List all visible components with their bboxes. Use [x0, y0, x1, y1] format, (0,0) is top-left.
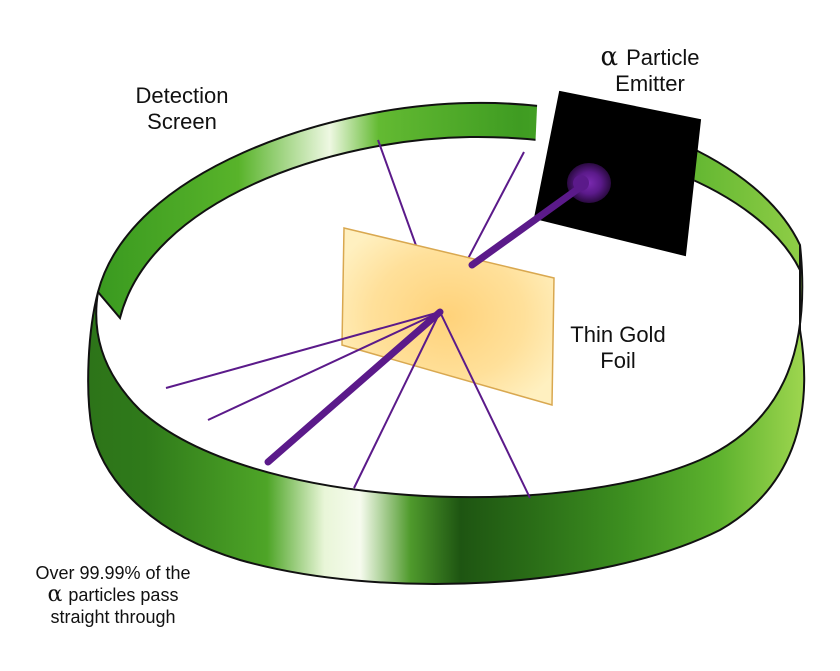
- emitter-label-line1: α Particle: [580, 44, 720, 71]
- detection-screen-label-line2: Screen: [147, 109, 217, 134]
- note-line2-text: particles pass: [68, 585, 179, 605]
- foil-label: Thin Gold Foil: [552, 322, 684, 374]
- front-deflection-lines: [165, 311, 531, 499]
- incoming-alpha-beam: [468, 182, 586, 269]
- emitter-label-particle: Particle: [626, 45, 700, 70]
- note-alpha-symbol: α: [47, 582, 63, 607]
- note-line1: Over 99.99% of the: [35, 563, 191, 583]
- alpha-particle-emitter-box: [530, 40, 702, 275]
- foil-label-line2: Foil: [600, 348, 636, 373]
- detection-screen-label: Detection Screen: [118, 83, 246, 135]
- detection-screen-band: [87, 244, 806, 585]
- foil-label-line1: Thin Gold: [570, 322, 666, 347]
- note-line3: straight through: [50, 607, 176, 627]
- alpha-symbol: α: [600, 42, 619, 72]
- gold-foil-sheet: [341, 227, 555, 406]
- straight-through-beam: [264, 308, 444, 466]
- detection-screen-label-line1: Detection: [135, 83, 229, 108]
- emitter-label-line2: Emitter: [615, 71, 685, 96]
- emitter-label: α Particle Emitter: [580, 44, 720, 97]
